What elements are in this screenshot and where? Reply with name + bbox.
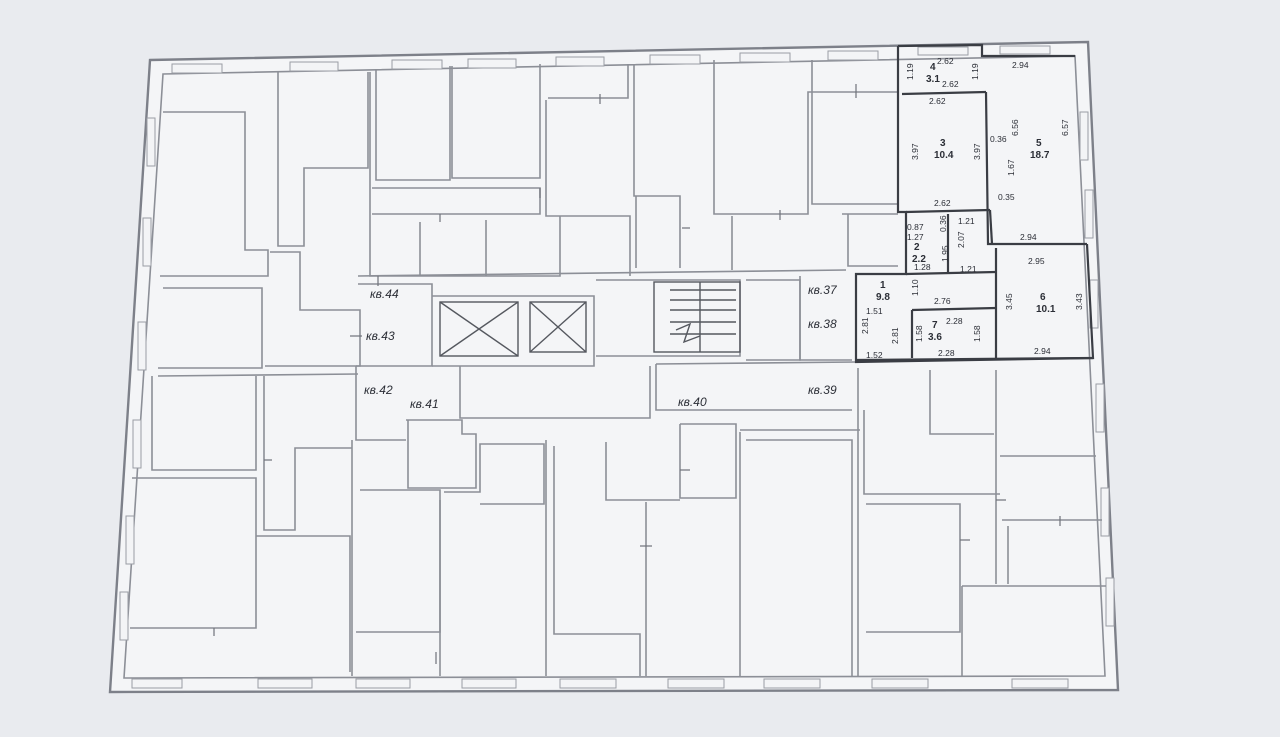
dim-r2-e: 1.95 (940, 245, 950, 262)
room-area-3: 10.4 (934, 150, 954, 161)
dim-r6-top: 2.95 (1028, 256, 1045, 266)
windows (119, 45, 1115, 689)
dim-r2-a: 0.87 (907, 222, 924, 232)
dim-r2-d: 2.07 (956, 231, 966, 248)
apartment-label-40: кв.40 (678, 395, 707, 409)
lift-and-stairs (439, 281, 741, 357)
dim-r5-left-a: 6.56 (1010, 119, 1020, 136)
dim-r5-a: 0.36 (990, 134, 1007, 144)
dim-r2-c: 0.36 (938, 215, 948, 232)
room-area-7: 3.6 (928, 332, 942, 343)
room-number-1: 1 (880, 280, 886, 291)
dim-r2-f: 1.21 (958, 216, 975, 226)
room-area-6: 10.1 (1036, 304, 1056, 315)
door-marks (213, 84, 1061, 664)
dim-r3-bottom: 2.62 (934, 198, 951, 208)
dim-r5-left-b: 1.67 (1006, 159, 1016, 176)
dim-r1-inner: 2.81 (890, 327, 900, 344)
apartment-label-41: кв.41 (410, 397, 439, 411)
dim-r1-a: 1.10 (910, 279, 920, 296)
dim-r7-right: 1.58 (972, 325, 982, 342)
apartment-label-39: кв.39 (808, 383, 837, 397)
dim-r5-b: 0.35 (998, 192, 1015, 202)
room-area-4: 3.1 (926, 74, 940, 85)
dim-r7-bottom: 2.28 (938, 348, 955, 358)
dim-r1-left: 2.81 (860, 317, 870, 334)
dim-r2-bottom: 1.28 (914, 262, 931, 272)
apartment-label-37: кв.37 (808, 283, 838, 297)
dim-r4-left: 1.19 (905, 63, 915, 80)
dim-r3-top: 2.62 (929, 96, 946, 106)
dimension-labels: 2.62 2.62 1.19 1.19 2.62 2.62 3.97 3.97 … (860, 56, 1084, 360)
room-number-6: 6 (1040, 292, 1046, 303)
apartment-label-42: кв.42 (364, 383, 393, 397)
apartment-labels: кв.44 кв.43 кв.42 кв.41 кв.40 кв.39 кв.3… (364, 283, 838, 411)
dim-r2-b: 1.27 (907, 232, 924, 242)
apartment-label-38: кв.38 (808, 317, 837, 331)
dim-r6-right: 3.43 (1074, 293, 1084, 310)
dim-r2-g: 1.21 (960, 264, 977, 274)
room-number-2: 2 (914, 242, 920, 253)
dim-r3-left: 3.97 (910, 143, 920, 160)
dim-r3-right: 3.97 (972, 143, 982, 160)
dim-r5-bottom: 2.94 (1020, 232, 1037, 242)
dim-r4-top: 2.62 (937, 56, 954, 66)
dim-r5-top: 2.94 (1012, 60, 1029, 70)
dim-r1-bottom: 1.52 (866, 350, 883, 360)
dim-r6-left: 3.45 (1004, 293, 1014, 310)
dim-r5-right: 6.57 (1060, 119, 1070, 136)
apartment-label-43: кв.43 (366, 329, 395, 343)
dim-r6-bottom: 2.94 (1034, 346, 1051, 356)
room-number-7: 7 (932, 320, 938, 331)
highlighted-apartment (854, 43, 1095, 364)
dim-r1-c: 2.76 (934, 296, 951, 306)
room-labels: 4 3.1 3 10.4 5 18.7 2 2.2 1 9.8 6 10.1 7… (876, 62, 1056, 343)
dim-r7-left: 1.58 (914, 325, 924, 342)
dim-r7-top: 2.28 (946, 316, 963, 326)
dim-r1-b: 1.51 (866, 306, 883, 316)
dim-r4-right: 1.19 (970, 63, 980, 80)
room-number-5: 5 (1036, 138, 1042, 149)
room-area-1: 9.8 (876, 292, 890, 303)
room-number-4: 4 (930, 62, 936, 73)
room-area-2: 2.2 (912, 254, 926, 265)
room-area-5: 18.7 (1030, 150, 1050, 161)
interior-walls (130, 60, 1106, 676)
dim-r4-bottom: 2.62 (942, 79, 959, 89)
room-number-3: 3 (940, 138, 946, 149)
apartment-label-44: кв.44 (370, 287, 399, 301)
